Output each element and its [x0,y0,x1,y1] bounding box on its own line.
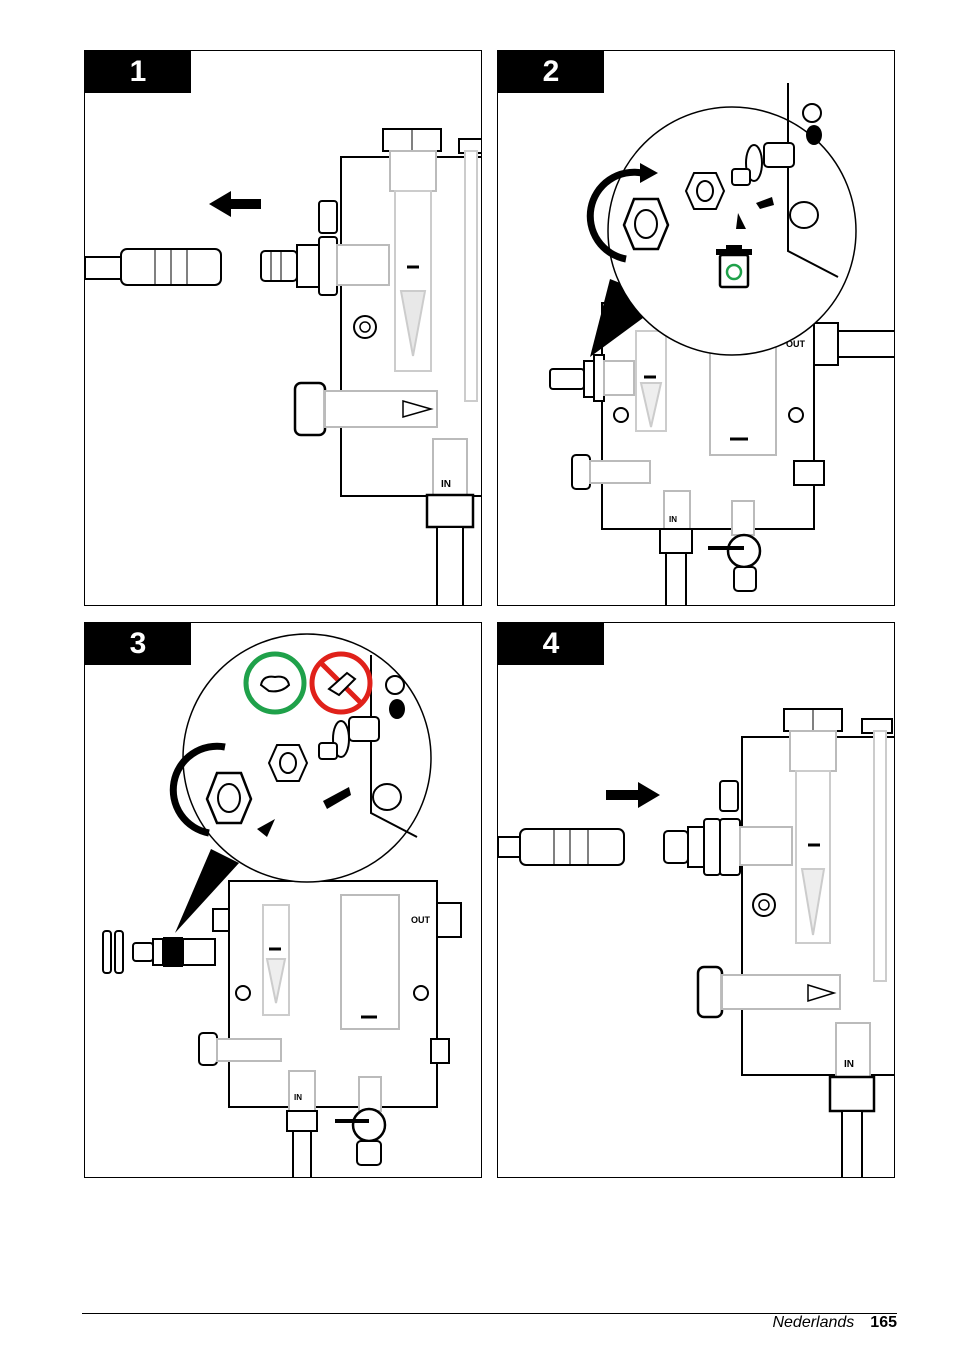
footer-language: Nederlands [772,1314,854,1332]
step-3-illustration: OUT IN [85,623,482,1178]
step-4-panel: IN 4 [497,622,895,1178]
step-1-panel: IN 1 [84,50,482,606]
step-1-number: 1 [85,51,191,93]
step-3-out-label: OUT [411,915,431,925]
step-4-number: 4 [498,623,604,665]
step-2-illustration: OUT IN [498,51,895,606]
page-number: 165 [870,1314,897,1332]
page-footer: Nederlands 165 [772,1312,897,1334]
step-3-panel: OUT IN [84,622,482,1178]
step-4-illustration: IN [498,623,895,1178]
step-3-number: 3 [85,623,191,665]
step-2-number: 2 [498,51,604,93]
step-1-illustration: IN [85,51,482,606]
step-3-in-label: IN [294,1093,302,1102]
recycle-bin-icon [720,255,748,287]
step-1-in-label: IN [441,479,451,490]
step-4-in-label: IN [844,1059,854,1070]
step-2-panel: OUT IN [497,50,895,606]
step-2-in-label: IN [669,515,677,524]
